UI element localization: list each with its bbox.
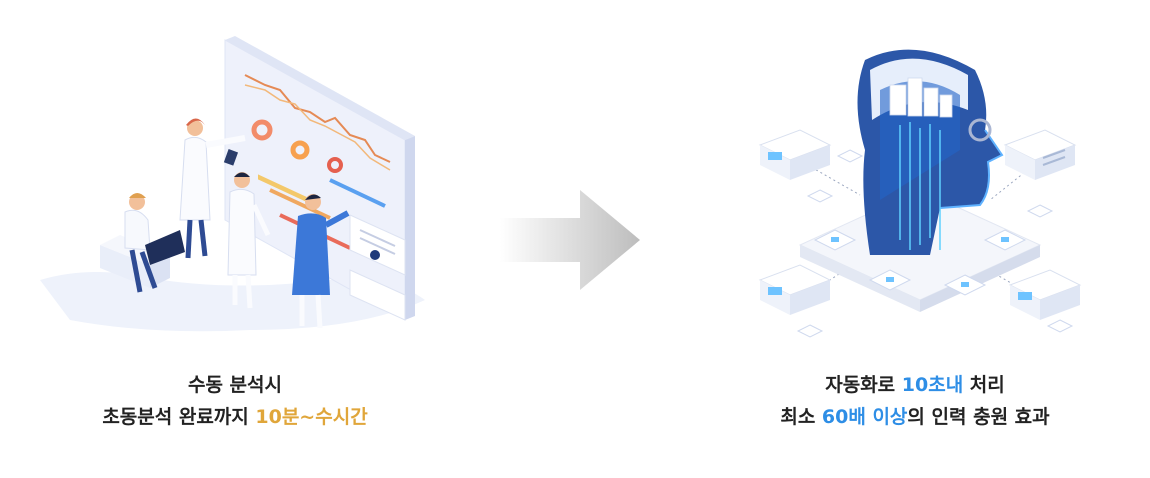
caption-line2: 초동분석 완료까지 10분~수시간 [0,401,470,433]
caption-line1-suffix: 처리 [963,374,1005,396]
caption-line2-prefix: 최소 [780,406,822,428]
caption-line1-prefix: 자동화로 [825,374,902,396]
caption-line1: 자동화로 10초내 처리 [680,369,1150,401]
caption-line2-text: 초동분석 완료까지 [102,406,256,428]
ai-head-server-network-icon [758,49,1082,338]
manual-analysis-caption: 수동 분석시 초동분석 완료까지 10분~수시간 [0,369,470,433]
automation-caption: 자동화로 10초내 처리 최소 60배 이상의 인력 충원 효과 [680,369,1150,433]
caption-line1: 수동 분석시 [187,374,282,396]
caption-line1-highlight: 10초내 [901,374,964,396]
automation-panel: 자동화로 10초내 처리 최소 60배 이상의 인력 충원 효과 [680,0,1150,478]
manual-analysis-panel: 수동 분석시 초동분석 완료까지 10분~수시간 [0,0,470,478]
caption-line2-highlight: 10분~수시간 [255,406,368,428]
right-arrow-icon [500,190,640,290]
scientists-analyzing-dashboard-icon [40,36,425,332]
caption-line2-highlight: 60배 이상 [821,406,908,428]
caption-line2: 최소 60배 이상의 인력 충원 효과 [680,401,1150,433]
caption-line2-suffix: 의 인력 충원 효과 [907,406,1050,428]
